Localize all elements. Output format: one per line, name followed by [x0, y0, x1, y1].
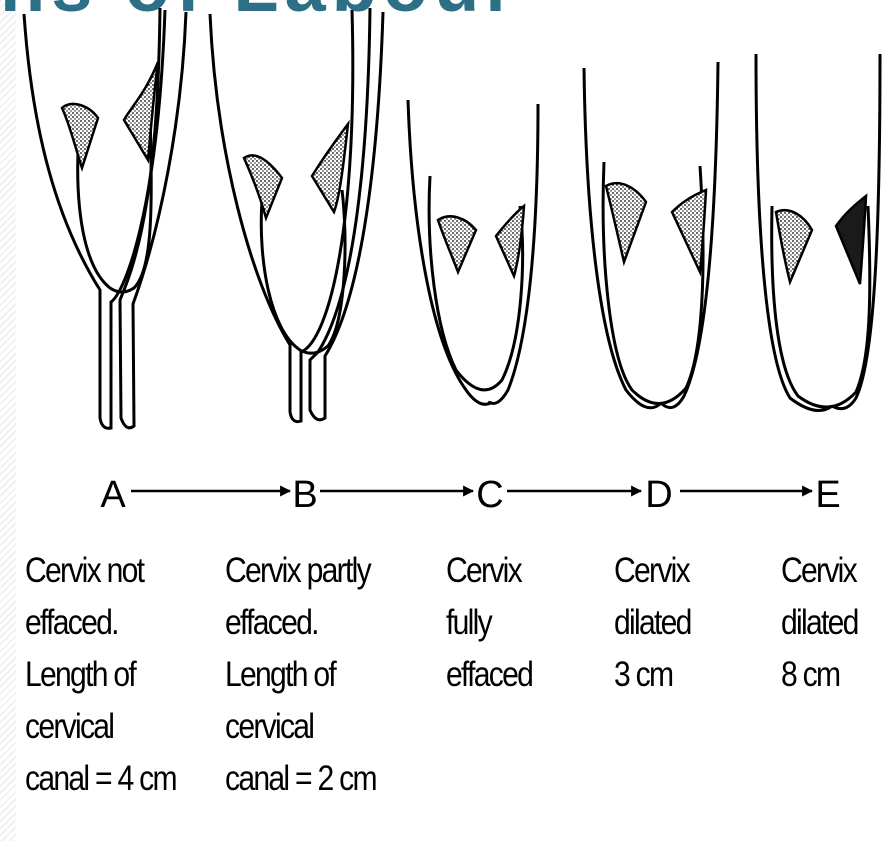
caption-line: dilated: [614, 597, 691, 649]
caption-line: canal = 2 cm: [225, 753, 376, 805]
caption-line: Cervix: [446, 545, 532, 597]
caption-line: cervical: [225, 701, 376, 753]
stage-b-caption: Cervix partly effaced. Length of cervica…: [225, 545, 376, 805]
stage-c-caption: Cervix fully effaced: [446, 545, 532, 701]
stage-letter-b: B: [292, 474, 317, 516]
uterus-stage-c: [408, 100, 538, 404]
stage-letter-c: C: [476, 474, 503, 516]
caption-line: dilated: [781, 597, 858, 649]
caption-line: effaced.: [25, 597, 176, 649]
caption-line: 3 cm: [614, 649, 691, 701]
stage-e-caption: Cervix dilated 8 cm: [781, 545, 858, 701]
caption-line: Cervix not: [25, 545, 176, 597]
caption-line: Cervix partly: [225, 545, 376, 597]
uterus-stage-e: [756, 54, 880, 411]
uterus-stage-b: [210, 8, 383, 422]
stage-letter-d: D: [645, 474, 672, 516]
uterus-stage-d: [584, 62, 718, 408]
uterus-stage-a: [24, 8, 186, 428]
caption-line: Cervix: [781, 545, 858, 597]
caption-line: fully: [446, 597, 532, 649]
stage-d-caption: Cervix dilated 3 cm: [614, 545, 691, 701]
caption-line: 8 cm: [781, 649, 858, 701]
caption-line: effaced: [446, 649, 532, 701]
caption-line: effaced.: [225, 597, 376, 649]
caption-line: Length of: [225, 649, 376, 701]
stage-a-caption: Cervix not effaced. Length of cervical c…: [25, 545, 176, 805]
caption-line: Length of: [25, 649, 176, 701]
caption-line: cervical: [25, 701, 176, 753]
caption-line: canal = 4 cm: [25, 753, 176, 805]
stage-letter-e: E: [815, 474, 840, 516]
caption-line: Cervix: [614, 545, 691, 597]
stage-letter-a: A: [100, 474, 126, 516]
